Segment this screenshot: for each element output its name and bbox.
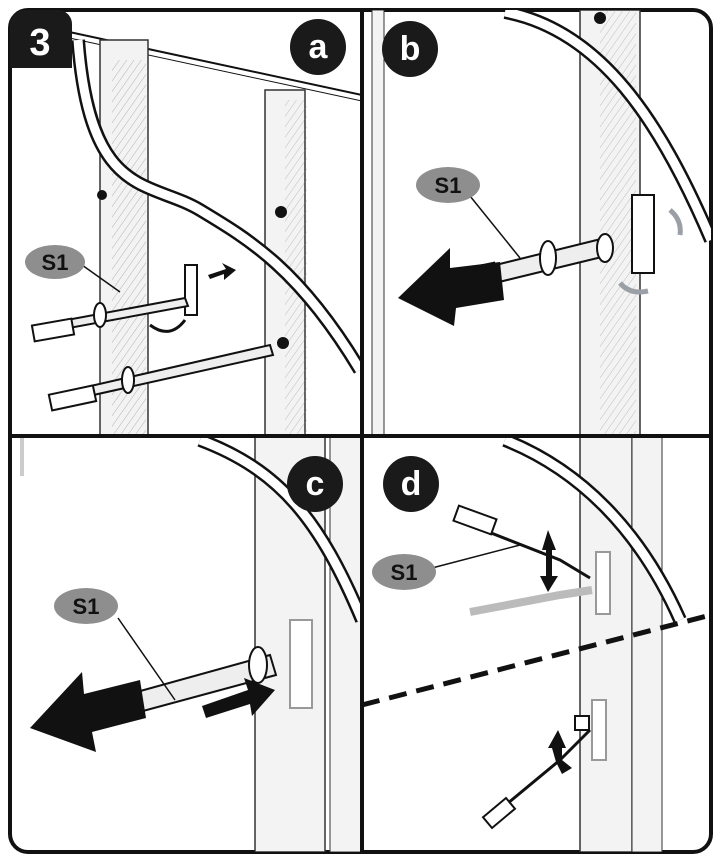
callout-label: S1 [435, 173, 462, 198]
panel-letter: a [309, 28, 329, 66]
panel-letter: d [401, 465, 422, 503]
callout-label: S1 [391, 560, 418, 585]
step-number: 3 [29, 22, 50, 64]
panel-letter: b [400, 30, 421, 68]
panel-letter: c [306, 465, 325, 503]
callout-label: S1 [42, 250, 69, 275]
callout-label: S1 [73, 594, 100, 619]
